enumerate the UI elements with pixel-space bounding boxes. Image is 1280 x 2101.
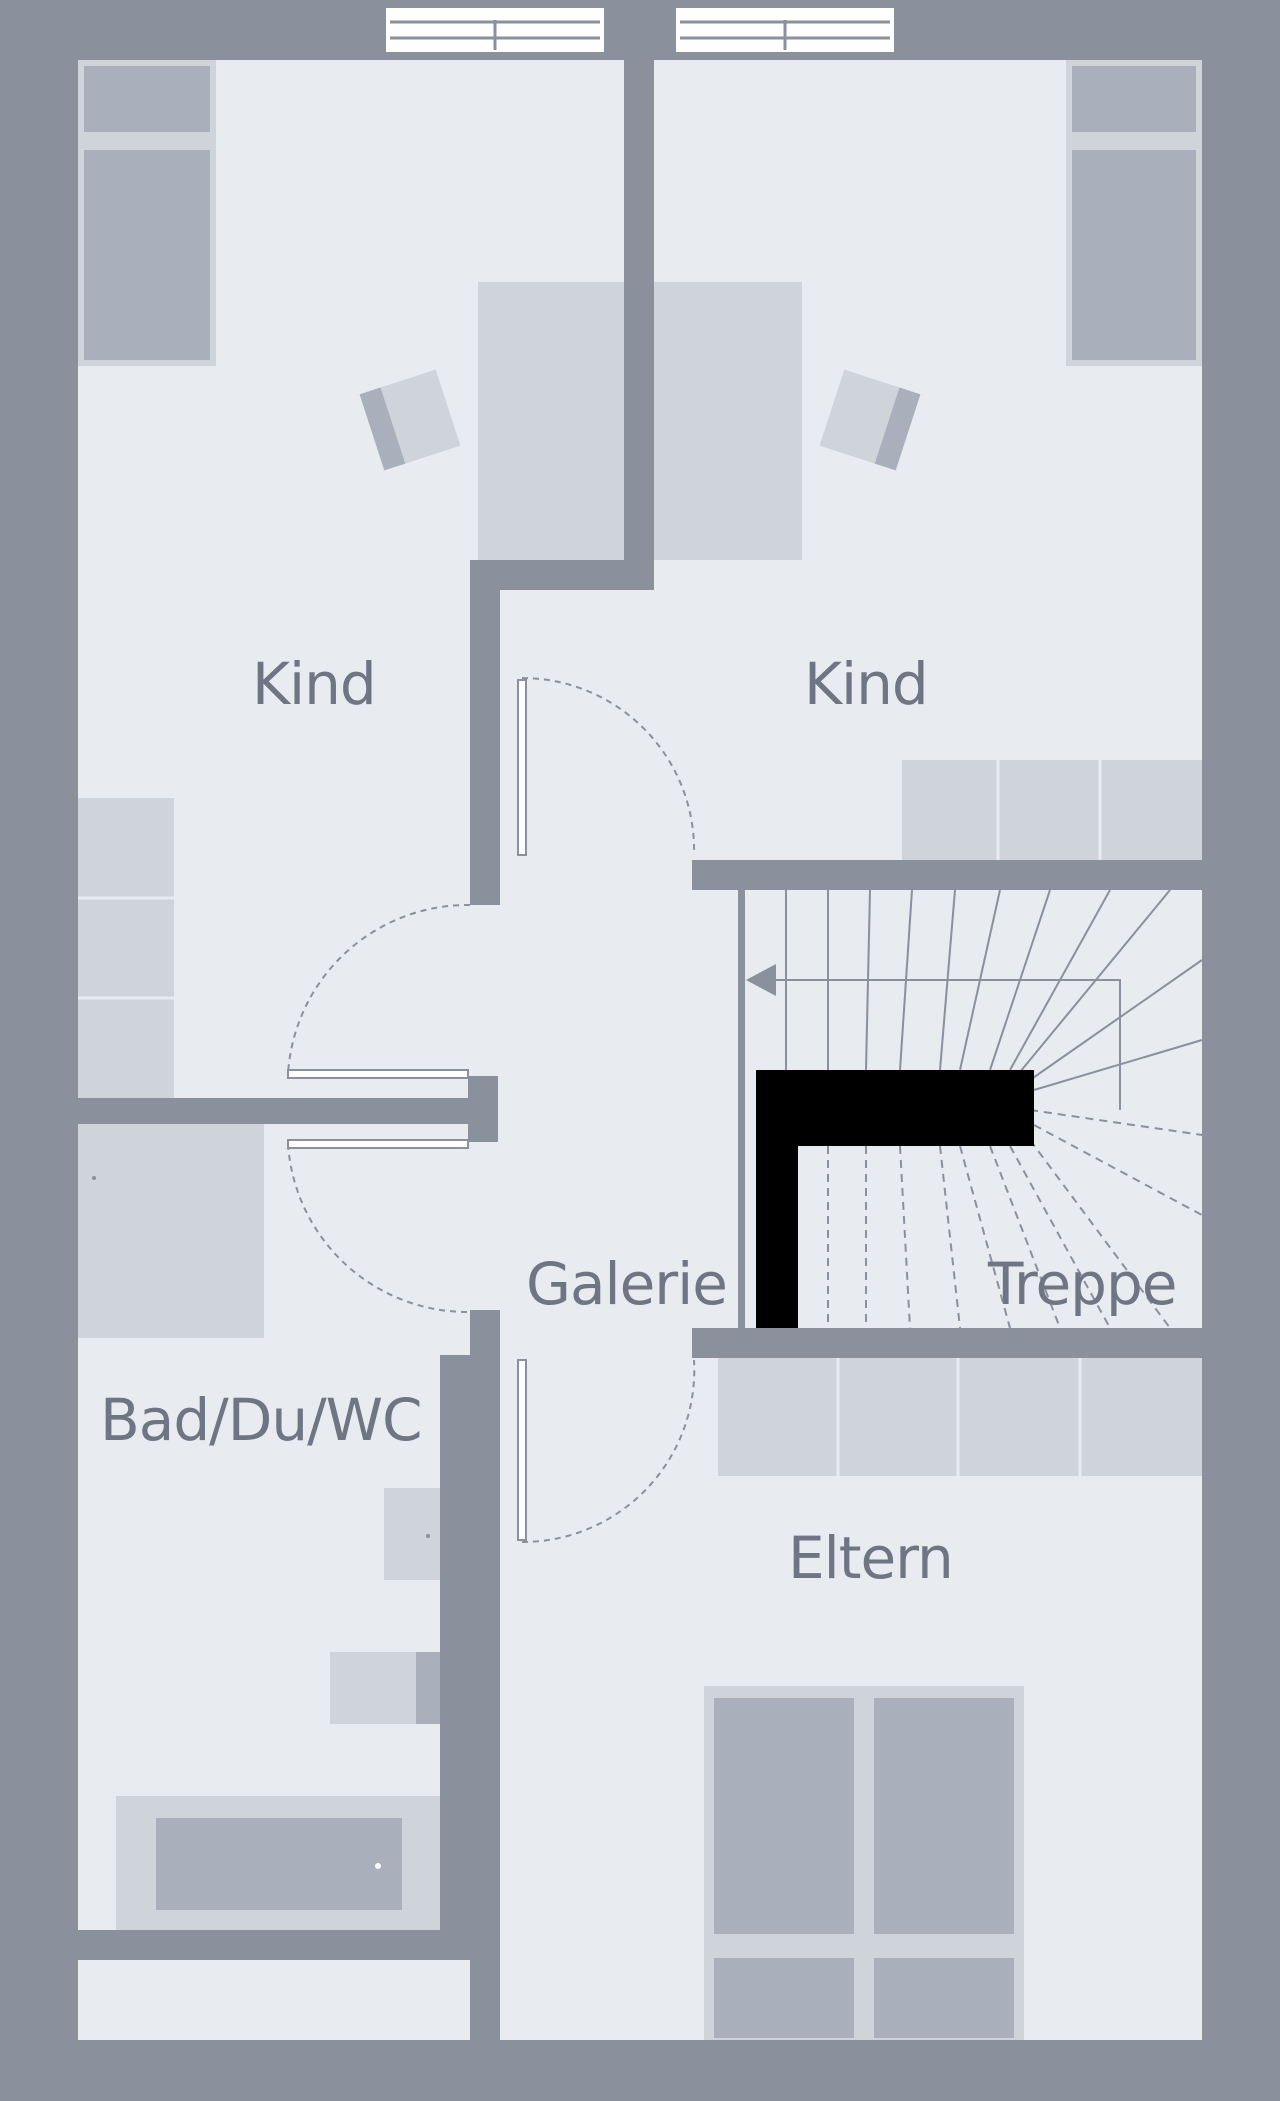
chair-kind-right [819, 369, 921, 471]
door-eltern [517, 1359, 696, 1544]
wardrobe-eltern [718, 1358, 1202, 1476]
interior-walls [78, 60, 1202, 2041]
toilet [384, 1488, 440, 1580]
washbasin [330, 1652, 440, 1724]
stair-direction-arrow [746, 964, 776, 996]
window-right [676, 8, 894, 52]
desk-shared [478, 282, 624, 560]
room-label-treppe: Treppe [987, 1250, 1176, 1318]
room-label-bad: Bad/Du/WC [100, 1386, 422, 1454]
room-label-kind-left: Kind [252, 650, 376, 718]
chimney [756, 1070, 1034, 1328]
room-label-eltern: Eltern [788, 1524, 953, 1592]
bed-kind-right [1066, 60, 1202, 366]
door-kind-right [517, 677, 696, 856]
wardrobe-kind-right [902, 760, 1202, 860]
bed-eltern [704, 1686, 1024, 2040]
bathtub [116, 1796, 440, 1930]
room-label-kind-right: Kind [804, 650, 928, 718]
bed-kind-left [78, 60, 216, 366]
door-bad [287, 1139, 471, 1314]
window-left [386, 8, 604, 52]
desk-shared-right [654, 282, 802, 560]
outlet-dot [92, 1176, 96, 1180]
chair-kind-left [359, 369, 461, 471]
washing-machine [78, 1124, 264, 1338]
room-label-galerie: Galerie [526, 1250, 727, 1318]
shelf-kind-left [78, 798, 174, 1098]
door-kind-left [287, 903, 471, 1079]
staircase [743, 889, 1203, 1329]
